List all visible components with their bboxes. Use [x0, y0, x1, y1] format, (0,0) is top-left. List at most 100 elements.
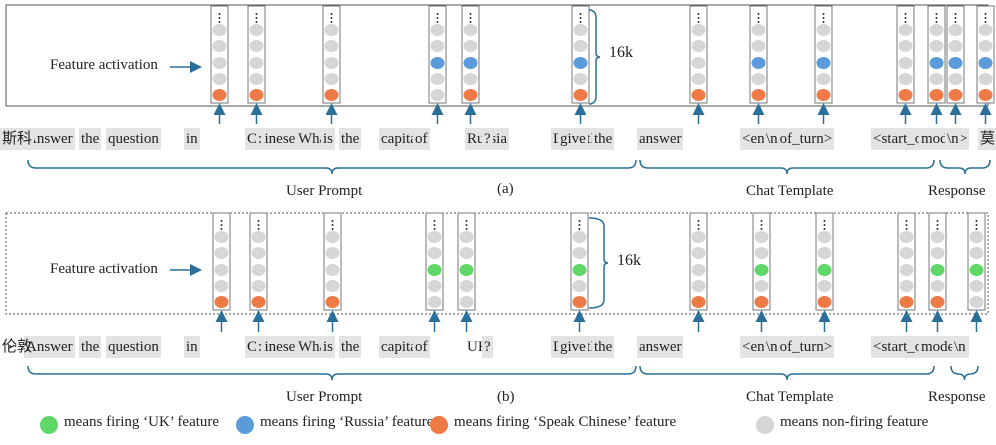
feature-dot	[427, 264, 442, 276]
feature-dot	[930, 247, 945, 259]
feature-dot	[978, 89, 993, 101]
feature-dot	[430, 73, 445, 85]
feature-dot	[899, 280, 914, 292]
panel-frame-a	[5, 4, 989, 107]
ellipsis-dot	[757, 21, 760, 23]
feature-column-a	[896, 5, 915, 104]
feature-dot	[572, 264, 587, 276]
feature-dot	[817, 280, 832, 292]
ellipsis-dot	[436, 13, 439, 15]
feature-dot	[898, 73, 913, 85]
feature-dot	[459, 296, 474, 308]
feature-dot	[459, 247, 474, 259]
feature-dot	[212, 89, 227, 101]
feature-dot	[930, 231, 945, 243]
feature-dot	[929, 89, 944, 101]
token: the	[592, 128, 615, 150]
ellipsis-dot	[465, 224, 468, 226]
feature-column-a	[210, 5, 229, 104]
feature-dot	[816, 57, 831, 69]
ellipsis-dot	[465, 228, 468, 230]
feature-dot	[427, 231, 442, 243]
feature-dot	[691, 264, 706, 276]
feature-dot	[459, 264, 474, 276]
feature-dot	[573, 57, 588, 69]
ellipsis-dot	[984, 13, 987, 15]
feature-dot	[754, 231, 769, 243]
feature-dot	[898, 57, 913, 69]
feature-dot	[212, 40, 227, 52]
ellipsis-dot	[905, 220, 908, 222]
feature-dot	[573, 40, 588, 52]
ellipsis-dot	[218, 13, 221, 15]
feature-dot	[969, 247, 984, 259]
feature-dot	[251, 231, 266, 243]
feature-column-b	[212, 212, 231, 311]
chinese-dot-icon	[430, 416, 448, 434]
token: question	[106, 336, 161, 358]
group-brace-b	[950, 365, 979, 381]
ellipsis-dot	[975, 224, 978, 226]
feature-dot	[929, 57, 944, 69]
feature-dot	[249, 57, 264, 69]
feature-dot	[324, 57, 339, 69]
feature-dot	[463, 57, 478, 69]
feature-dot	[214, 280, 229, 292]
legend-text-chinese: means firing ‘Speak Chinese’ feature	[454, 414, 677, 430]
feature-dot	[212, 57, 227, 69]
feature-dot	[898, 40, 913, 52]
ellipsis-dot	[760, 228, 763, 230]
token: Answer	[24, 336, 75, 358]
token: <end_of_turn>	[740, 336, 835, 358]
feature-dot	[978, 40, 993, 52]
token: the	[79, 336, 102, 358]
feature-dot	[929, 73, 944, 85]
ellipsis-dot	[579, 13, 582, 15]
ellipsis-dot	[822, 13, 825, 15]
token: 伦敦	[2, 339, 33, 355]
token: the	[592, 336, 615, 358]
legend-text-nonfiring: means non-firing feature	[780, 414, 929, 430]
feature-column-b	[897, 212, 916, 311]
token: question	[106, 128, 161, 150]
feature-dot	[751, 40, 766, 52]
feature-dot	[898, 89, 913, 101]
feature-dot	[978, 73, 993, 85]
feature-dot	[427, 296, 442, 308]
ellipsis-dot	[905, 228, 908, 230]
token: answer	[637, 336, 684, 358]
group-response-b: Response	[928, 389, 986, 405]
ellipsis-dot	[936, 228, 939, 230]
group-chat-template-a: Chat Template	[746, 183, 834, 199]
feature-column-b	[323, 212, 342, 311]
ellipsis-dot	[697, 21, 700, 23]
leading-ellipsis: ···	[8, 339, 23, 355]
feature-dot	[930, 296, 945, 308]
feature-dot	[324, 24, 339, 36]
feature-dot	[251, 280, 266, 292]
ellipsis-dot	[433, 220, 436, 222]
feature-column-b	[967, 212, 986, 311]
ellipsis-dot	[579, 21, 582, 23]
group-user-prompt-b: User Prompt	[286, 389, 363, 405]
ellipsis-dot	[954, 17, 957, 19]
ellipsis-dot	[904, 21, 907, 23]
group-brace-b	[27, 365, 637, 381]
ellipsis-dot	[436, 17, 439, 19]
feature-dot	[817, 231, 832, 243]
feature-column-a	[571, 5, 590, 104]
feature-dot	[754, 264, 769, 276]
ellipsis-dot	[578, 228, 581, 230]
ellipsis-dot	[218, 17, 221, 19]
legend-text-uk: means firing ‘UK’ feature	[64, 414, 220, 430]
feature-column-a	[689, 5, 708, 104]
ellipsis-dot	[954, 21, 957, 23]
feature-dot	[816, 24, 831, 36]
feature-dot	[751, 57, 766, 69]
feature-dot	[214, 264, 229, 276]
feature-dot	[251, 247, 266, 259]
feature-dot	[430, 89, 445, 101]
group-response-a: Response	[928, 183, 986, 199]
ellipsis-dot	[578, 220, 581, 222]
